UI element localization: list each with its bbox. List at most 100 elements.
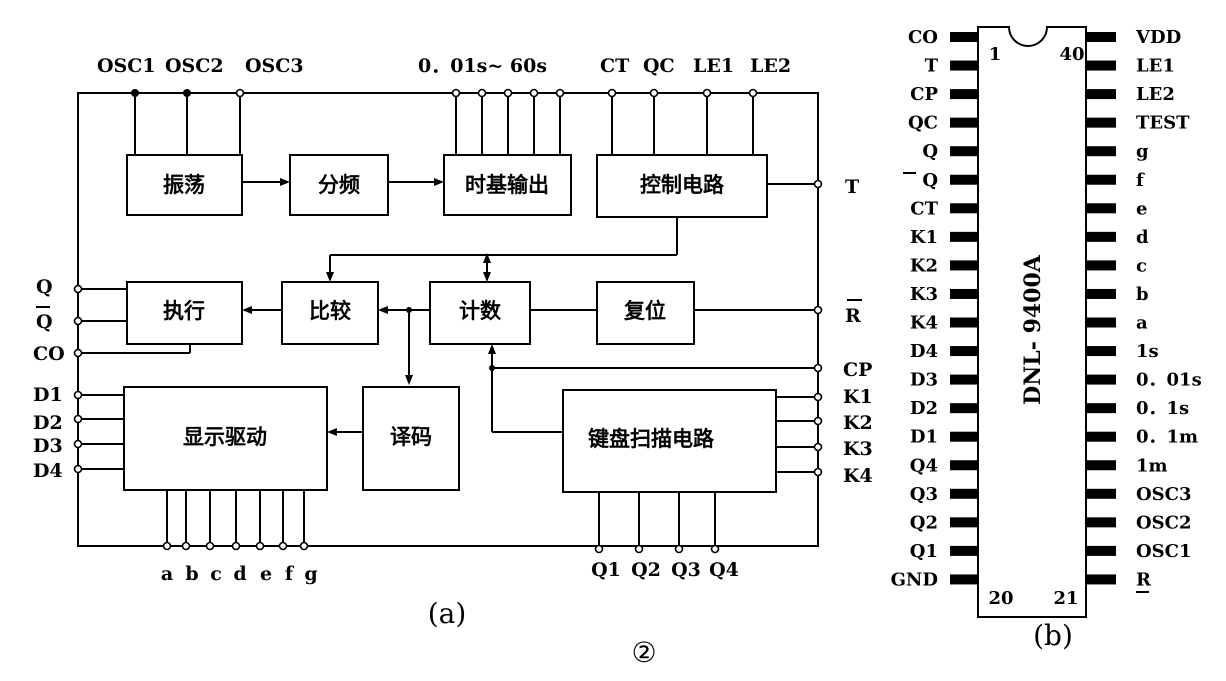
caption-a: (a) — [428, 597, 467, 630]
right-pin-stub — [1086, 260, 1116, 271]
left-pin-label: K2 — [910, 255, 938, 276]
label-cp: CP — [843, 359, 872, 381]
right-pin-stub — [1086, 317, 1116, 328]
right-pin-label: d — [1136, 227, 1149, 248]
right-pin-stub — [1086, 460, 1116, 471]
left-pin-stub — [950, 374, 978, 385]
right-pin-stub — [1086, 174, 1116, 185]
right-pin-label: f — [1136, 170, 1145, 191]
left-pin-label: CO — [908, 27, 938, 48]
chip-body — [977, 26, 1087, 618]
block-display-drive-label: 显示驱动 — [183, 425, 267, 449]
label-k4: K4 — [843, 465, 873, 487]
right-pin-label: LE1 — [1136, 56, 1175, 77]
right-pin-stub — [1086, 117, 1116, 128]
label-q4: Q4 — [709, 559, 739, 581]
right-pin-stub — [1086, 60, 1116, 71]
right-pin-label: b — [1136, 284, 1149, 305]
right-pin-stub — [1086, 574, 1116, 585]
right-pin-label: 0．1s — [1136, 398, 1189, 419]
left-pin-label: D1 — [910, 427, 938, 448]
left-pin-label: CT — [910, 198, 938, 219]
label-q3: Q3 — [671, 559, 701, 581]
pin-1-number: 1 — [989, 44, 1002, 65]
label-osc3: OSC3 — [245, 55, 304, 77]
block-oscillator-label: 振荡 — [163, 173, 205, 197]
label-r: R — [845, 305, 861, 327]
left-pin-stub — [950, 32, 978, 42]
label-d3: D3 — [33, 435, 63, 457]
right-pin-label: R — [1136, 569, 1152, 590]
left-pin-stub — [950, 60, 978, 71]
right-pin-stubs — [1086, 32, 1116, 585]
label-k3: K3 — [843, 438, 873, 460]
right-pin-label: 0．1m — [1136, 427, 1198, 448]
label-d2: D2 — [33, 412, 63, 434]
right-pin-stub — [1086, 431, 1116, 442]
right-pin-label: OSC2 — [1136, 512, 1192, 533]
left-pin-label: K1 — [910, 227, 938, 248]
block-divider-label: 分频 — [318, 173, 360, 197]
block-compare-label: 比较 — [309, 299, 351, 323]
left-pin-stub — [950, 174, 978, 185]
label-q2: Q2 — [631, 559, 661, 581]
left-pin-label: Q4 — [910, 455, 938, 476]
right-pin-label: 1m — [1136, 455, 1168, 476]
right-pin-label: 0．01s — [1136, 370, 1202, 391]
left-pin-stub — [950, 260, 978, 271]
left-pin-label: Q — [922, 141, 938, 162]
label-k2: K2 — [843, 412, 873, 434]
block-execute — [126, 281, 243, 345]
block-decode-label: 译码 — [390, 425, 432, 449]
right-pin-stub — [1086, 403, 1116, 414]
block-timebase-out — [443, 154, 572, 216]
label-osc2: OSC2 — [165, 55, 224, 77]
caption-b: (b) — [1033, 619, 1073, 652]
right-pin-stub — [1086, 517, 1116, 528]
right-pin-stub — [1086, 146, 1116, 157]
left-pin-stub — [950, 288, 978, 299]
right-pin-label: VDD — [1135, 27, 1181, 48]
left-pin-label: D4 — [910, 341, 938, 362]
block-control — [596, 154, 768, 218]
left-pin-label: T — [925, 56, 939, 77]
left-pin-stub — [950, 517, 978, 528]
block-control-label: 控制电路 — [640, 173, 725, 197]
figure-number: ② — [631, 636, 656, 669]
right-pin-stub — [1086, 288, 1116, 299]
label-qbar: Q — [36, 311, 53, 333]
left-pin-label: K3 — [910, 284, 938, 305]
right-pin-label: c — [1136, 255, 1147, 276]
chip-name: DNL- 9400A — [1020, 254, 1046, 405]
left-pin-stub — [950, 203, 978, 214]
left-pin-label: D3 — [910, 370, 938, 391]
block-decode — [362, 386, 460, 491]
label-co: CO — [33, 343, 65, 365]
label-le1: LE1 — [693, 55, 734, 77]
left-pin-label: D2 — [910, 398, 938, 419]
left-pin-label: CP — [910, 84, 938, 105]
label-t: T — [845, 176, 859, 198]
label-d4: D4 — [33, 460, 63, 482]
pin-40-number: 40 — [1059, 44, 1084, 65]
label-seg-c: c — [210, 563, 222, 585]
right-pin-label: e — [1136, 198, 1147, 219]
label-osc1: OSC1 — [97, 55, 156, 77]
label-ct: CT — [600, 55, 629, 77]
block-count-label: 计数 — [459, 299, 502, 323]
right-pin-label: OSC3 — [1136, 484, 1192, 505]
block-keyboard-scan-label: 键盘扫描电路 — [588, 427, 715, 451]
label-seg-a: a — [161, 563, 173, 585]
right-pin-label: OSC1 — [1136, 541, 1192, 562]
right-pin-stub — [1086, 374, 1116, 385]
left-pin-stub — [950, 488, 978, 499]
right-pin-stub — [1086, 203, 1116, 214]
left-pin-stub — [950, 545, 978, 556]
left-pin-label: Q2 — [910, 512, 938, 533]
pin-21-number: 21 — [1053, 588, 1078, 609]
label-seg-b: b — [185, 563, 198, 585]
label-qc: QC — [643, 55, 675, 77]
left-pin-stub — [950, 346, 978, 357]
